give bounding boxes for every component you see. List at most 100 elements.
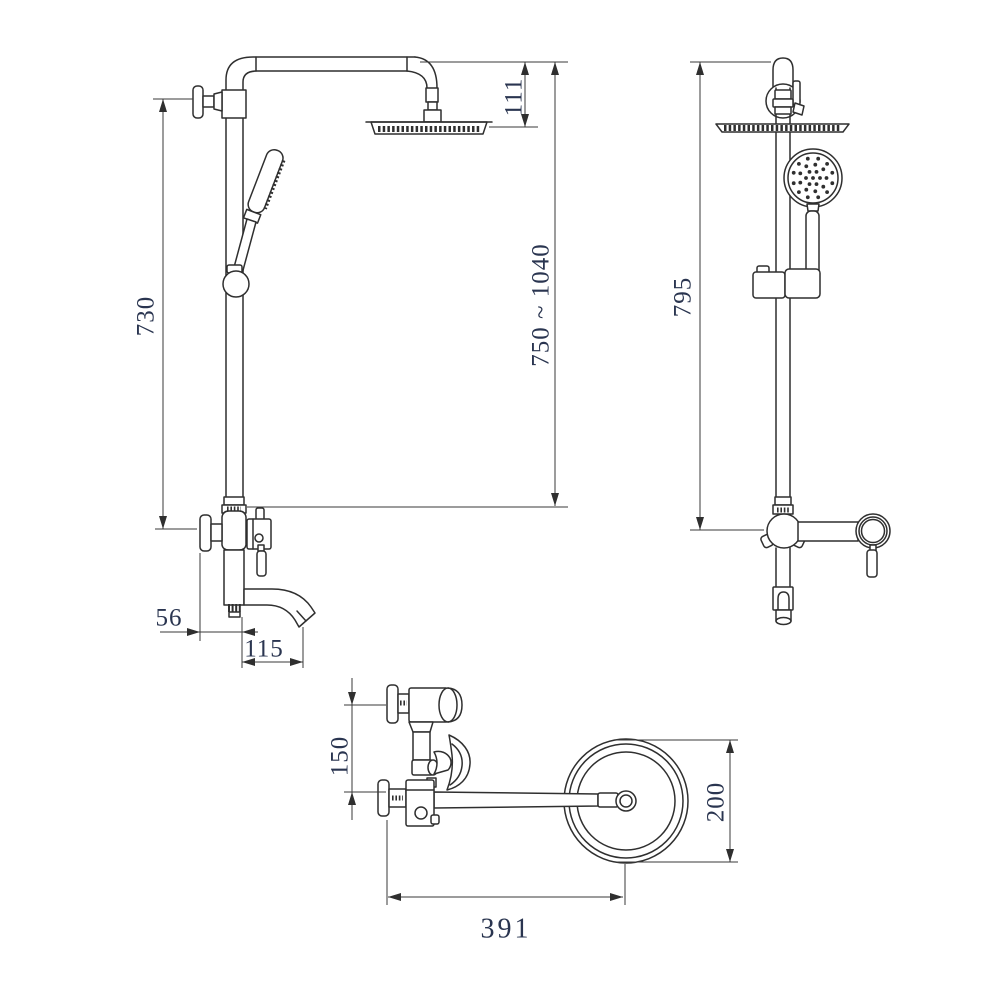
slider-block-right: [784, 268, 821, 299]
arm-hub-bore: [619, 794, 633, 808]
aerator-tip: [228, 611, 241, 618]
spray-holes: [791, 156, 835, 200]
bend-inner: [242, 70, 408, 97]
dimension-label: 150: [327, 736, 354, 777]
arm-end-fitting: [597, 792, 619, 808]
knob-stem: [202, 95, 215, 108]
dimension-label: 56: [156, 605, 183, 632]
shower-column-pipe: [225, 94, 244, 498]
arrowhead: [696, 517, 704, 530]
valve-nut-lower: [772, 504, 794, 515]
dimension-label: 391: [481, 914, 532, 945]
arrowhead: [290, 658, 303, 666]
diverter-pin: [255, 507, 265, 521]
arrowhead: [242, 628, 255, 636]
hand-shower-neck: [806, 203, 820, 212]
dimension-150: 150: [327, 678, 386, 820]
dimension-730: 730: [133, 98, 197, 530]
cradle-horn: [433, 750, 452, 775]
mixer-valve-side: [760, 496, 891, 626]
bend-right-inner: [406, 70, 428, 89]
lower-knob-stem: [388, 788, 407, 808]
dimension-label: 115: [244, 636, 284, 663]
arrowhead: [348, 692, 356, 705]
mixer-handle-disc-core: [860, 518, 886, 544]
connector-base: [423, 109, 442, 123]
valve-lower-body: [223, 549, 245, 606]
arrowhead: [521, 114, 529, 127]
spout-end-on: [772, 586, 794, 611]
hand-shower-spray-face: [263, 159, 286, 210]
arrowhead: [159, 99, 167, 112]
block-port: [414, 806, 428, 820]
temperature-knob-stem: [210, 523, 223, 542]
arm-hub: [615, 790, 637, 812]
slider-block-left: [752, 271, 786, 299]
shower-head-connector: [423, 87, 442, 123]
cartridge-cap: [438, 687, 458, 723]
spout-tip-end: [775, 616, 792, 626]
arrowhead: [551, 493, 559, 506]
knob-flange: [192, 85, 204, 119]
side-view: 795: [670, 57, 891, 626]
dimension-label: 750 ~ 1040: [528, 243, 555, 367]
arrowhead: [348, 792, 356, 805]
top-bend-pipe: [225, 56, 438, 97]
mixer-lever-side: [866, 549, 878, 578]
block-tab: [430, 814, 440, 825]
dimension-795: 795: [670, 61, 771, 531]
dimension-label: 111: [501, 78, 528, 117]
joint-clip: [792, 102, 805, 116]
cradle-ridge: [449, 743, 463, 786]
handle-arm: [797, 521, 859, 542]
top-bend-side: [772, 57, 794, 91]
bend-outer: [225, 56, 416, 97]
top-view: 150 200 391: [327, 678, 738, 945]
arrowhead: [726, 849, 734, 862]
lower-knob-flange: [377, 779, 390, 817]
arrowhead: [551, 62, 559, 75]
arrowhead: [610, 893, 623, 901]
lever-pivot: [254, 533, 264, 543]
valve-body-side: [766, 513, 802, 549]
dimension-391: 391: [386, 820, 626, 945]
cartridge-cap-outer: [447, 687, 463, 723]
lever-neck: [257, 544, 265, 552]
valve-nut-upper: [223, 496, 245, 506]
connector-upper: [425, 87, 439, 103]
clamp-lower: [774, 106, 792, 115]
joint-bracket: [792, 80, 801, 106]
valve-body: [221, 510, 247, 551]
dimension-label: 730: [133, 296, 160, 337]
arrowhead: [187, 628, 200, 636]
arrowhead: [159, 516, 167, 529]
top-knob-flange: [386, 684, 399, 724]
rain-shower-head-side: [715, 123, 850, 133]
clamp-upper: [774, 89, 792, 100]
hand-shower-face-inner: [787, 152, 839, 204]
slider-knob: [222, 264, 250, 298]
spout-bore: [777, 591, 790, 611]
dimension-56: 56: [156, 553, 258, 668]
rain-shower-head: [365, 121, 493, 135]
dimension-115: 115: [242, 627, 304, 668]
arrowhead: [726, 740, 734, 753]
arrowhead: [242, 658, 255, 666]
slider-ball: [222, 270, 250, 298]
mixer-lever: [256, 550, 267, 577]
valve-nut-upper: [774, 496, 792, 506]
arm-bar: [433, 791, 599, 809]
dimension-750-1040: 750 ~ 1040: [247, 62, 568, 508]
hand-shower: [232, 148, 286, 275]
connector-mid: [427, 101, 438, 111]
clamp-mid: [772, 98, 794, 108]
dimension-200: 200: [615, 739, 738, 863]
arrowhead: [521, 62, 529, 75]
valve-top-assembly: [377, 684, 471, 827]
tub-spout: [243, 588, 316, 628]
hand-shower-cradle: [446, 734, 471, 791]
wall-mount-knob: [192, 85, 223, 119]
slider-bracket: [752, 265, 821, 299]
